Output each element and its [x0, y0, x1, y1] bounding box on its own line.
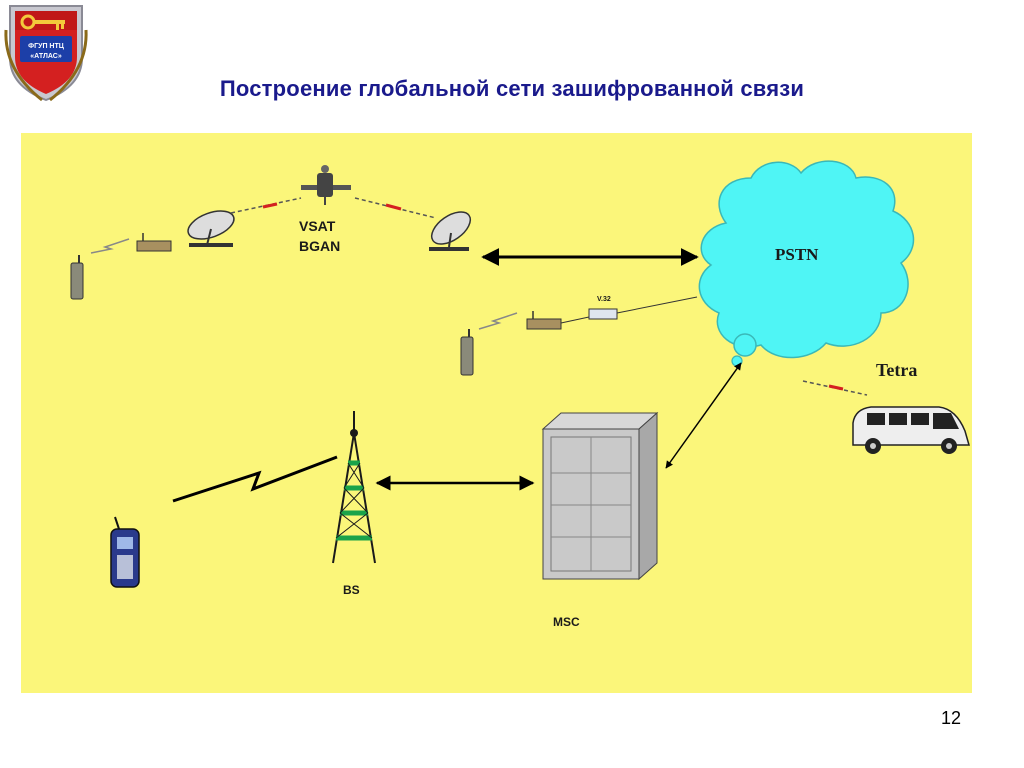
tetra-label: Tetra: [876, 360, 917, 380]
network-diagram-canvas: PSTN VSAT BGAN: [70, 160, 970, 629]
network-diagram: PSTN VSAT BGAN: [21, 133, 972, 693]
modem-middle-icon: [526, 311, 562, 330]
modem-top-icon: [136, 233, 172, 252]
encryption-mark-right: [385, 203, 402, 211]
van-icon: [852, 406, 970, 454]
link-pstn-msc: [665, 362, 742, 469]
radio-link-lightning: [172, 455, 338, 503]
encryption-mark-left: [262, 202, 278, 209]
page-number: 12: [940, 708, 961, 728]
logo-text-line1: ФГУП НТЦ: [28, 43, 65, 50]
bgan-label: BGAN: [299, 238, 340, 254]
slide-title: Построение глобальной сети зашифрованной…: [219, 76, 805, 101]
logo-text-line2: «АТЛАС»: [30, 53, 62, 60]
encryption-mark-tetra: [828, 384, 844, 391]
v32-modem-icon: [588, 308, 618, 320]
satellite-dish-right-icon: [429, 211, 472, 251]
wireless-link-top: [90, 238, 130, 254]
satellite-dish-left-icon: [187, 210, 235, 247]
v32-label: V.32: [597, 296, 611, 303]
cell-phone-icon: [110, 516, 140, 588]
tetra-link: [802, 380, 868, 396]
msc-label: MSC: [553, 615, 580, 629]
bs-label: BS: [343, 583, 360, 597]
line-v32-pstn: [616, 296, 698, 314]
logo-emblem: ФГУП НТЦ «АТЛАС»: [0, 0, 92, 104]
msc-server-icon: [541, 411, 659, 581]
wireless-link-middle: [478, 312, 518, 330]
pstn-cloud-icon: [698, 160, 915, 367]
vsat-label: VSAT: [299, 218, 336, 234]
line-modem-v32: [560, 316, 590, 324]
shield-emblem-icon: ФГУП НТЦ «АТЛАС»: [4, 5, 88, 102]
pstn-label: PSTN: [775, 245, 819, 264]
mobile-phone-middle-icon: [460, 329, 474, 376]
mobile-phone-top-icon: [70, 255, 84, 300]
satellite-icon: [301, 165, 351, 205]
bs-tower-icon: [332, 411, 376, 564]
